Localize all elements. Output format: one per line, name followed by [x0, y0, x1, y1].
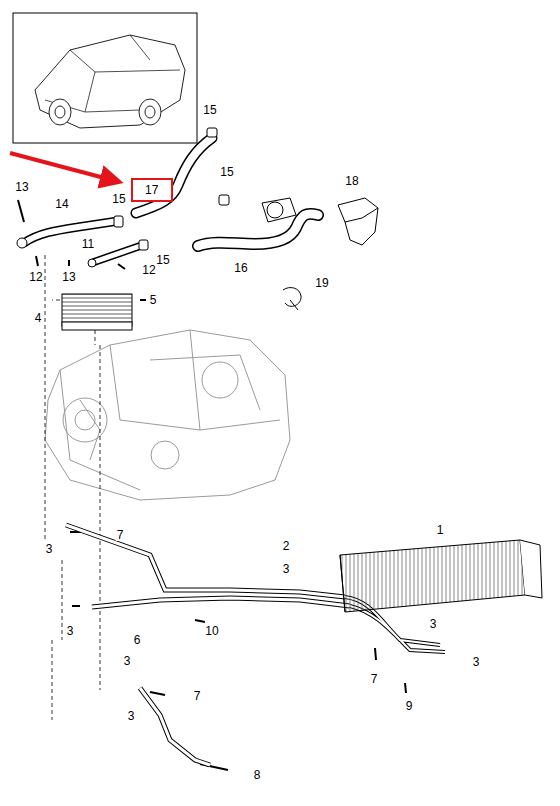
callout-number: 3: [472, 656, 481, 668]
callout-number: 12: [28, 271, 43, 283]
callout-number: 13: [61, 271, 76, 283]
callout-number: 15: [155, 254, 170, 266]
callout-number: 14: [54, 198, 69, 210]
callout-number: 15: [202, 104, 217, 116]
callout-number: 11: [81, 238, 95, 250]
transmission: [45, 330, 290, 500]
callout-number: 7: [193, 690, 202, 702]
leader-lines: [45, 255, 100, 720]
vehicle-inset: [13, 13, 197, 143]
callout-number: 3: [123, 655, 132, 667]
callout-number: 3: [282, 563, 291, 575]
callout-number: 9: [405, 700, 414, 712]
callout-number: 3: [127, 710, 136, 722]
callout-number: 4: [34, 312, 43, 324]
callout-number: 13: [14, 181, 29, 193]
callout-number: 5: [149, 294, 158, 306]
callout-number: 10: [204, 625, 219, 637]
callout-number: 17: [145, 183, 159, 197]
callout-number: 1: [436, 524, 445, 536]
callout-number: 16: [233, 262, 248, 274]
highlight-box: 17: [131, 178, 173, 202]
callout-number: 18: [344, 175, 359, 187]
cooler-1: [340, 540, 542, 612]
clamps: [17, 128, 301, 310]
callout-number: 8: [253, 769, 262, 781]
callout-number: 15: [219, 166, 234, 178]
callout-number: 6: [133, 634, 142, 646]
callout-number: 3: [429, 618, 438, 630]
hoses: [24, 138, 318, 262]
callout-number: 7: [370, 673, 379, 685]
bracket-and-screws: [18, 198, 406, 770]
callout-number: 19: [314, 277, 329, 289]
callout-number: 15: [111, 193, 126, 205]
pointer-arrow: [10, 153, 112, 180]
callout-number: 3: [45, 543, 54, 555]
callout-number: 7: [116, 529, 125, 541]
oil-cooler-4: [62, 294, 132, 330]
callout-number: 3: [66, 625, 75, 637]
callout-number: 2: [282, 540, 291, 552]
